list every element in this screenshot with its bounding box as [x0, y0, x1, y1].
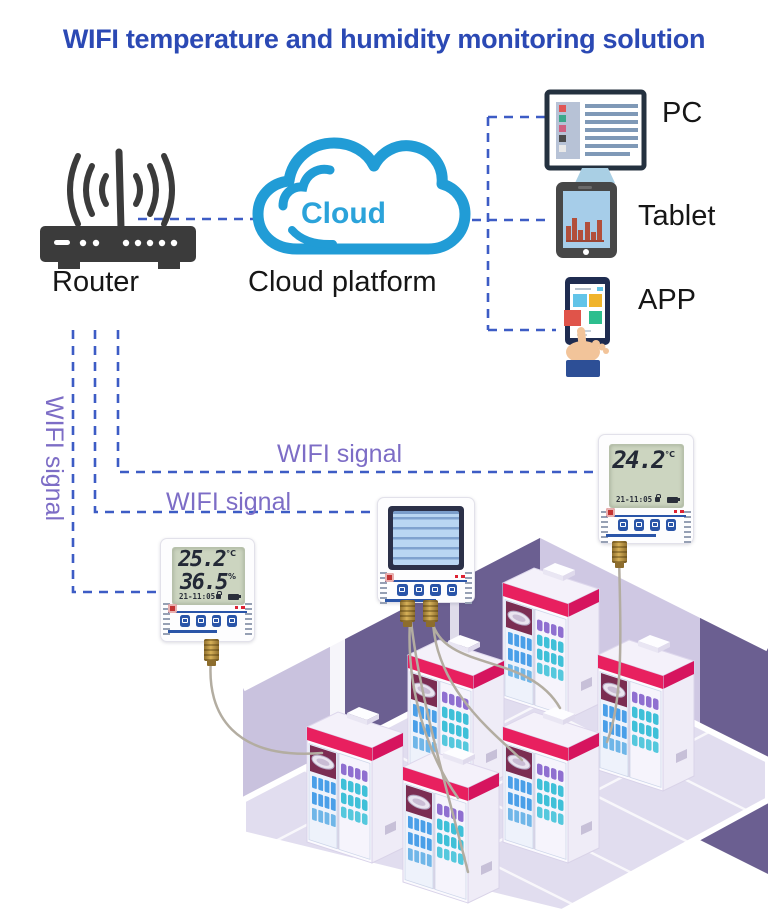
brand-logo	[385, 573, 394, 582]
wifi-signal-vertical-label: WIFI signal	[40, 396, 68, 522]
lock-icon	[655, 494, 661, 502]
cabinet	[402, 746, 500, 904]
wall-top-rim	[241, 530, 768, 692]
status-leds	[235, 606, 245, 609]
sensor-device-2	[377, 497, 475, 627]
cloud-platform-label: Cloud platform	[248, 266, 437, 298]
sensor-device-1: 25.2°C 36.5% 21-11:05	[160, 538, 255, 666]
lcd-display: 25.2°C 36.5% 21-11:05	[172, 547, 245, 605]
temperature-value: 24.2	[612, 446, 665, 474]
cabinet	[597, 634, 695, 792]
temperature-value: 25.2	[178, 547, 226, 572]
battery-icon	[667, 496, 680, 503]
vent-grille	[245, 603, 252, 635]
battery-icon	[228, 593, 241, 600]
device-button	[430, 584, 441, 596]
vent-grille	[163, 603, 170, 635]
antenna-connector	[204, 639, 219, 666]
wifi-signal-label-2: WIFI signal	[166, 488, 292, 516]
router-label: Router	[52, 266, 140, 298]
button-panel	[606, 508, 686, 537]
status-leds	[674, 510, 684, 513]
pc-label: PC	[662, 97, 703, 129]
device-button	[397, 584, 408, 596]
temperature-unit: °C	[665, 450, 675, 459]
device-button	[634, 519, 644, 531]
status-leds	[455, 575, 465, 578]
router-icon	[40, 148, 196, 269]
device-button	[413, 584, 424, 596]
device-button	[618, 519, 628, 531]
brand-logo	[168, 604, 177, 613]
sensor-cables	[209, 554, 622, 874]
datetime-value: 21-11:05	[616, 495, 653, 504]
vent-grille	[465, 572, 472, 604]
button-panel	[168, 604, 247, 633]
sensor-device-3: 24.2°C 21-11:05	[598, 434, 694, 568]
app-icon	[564, 277, 610, 377]
button-panel	[385, 573, 467, 602]
wifi-signal-label-1: WIFI signal	[277, 440, 403, 468]
pc-icon	[544, 89, 647, 183]
humidity-unit: %	[227, 572, 236, 581]
vent-grille	[684, 511, 691, 543]
antenna-connector	[612, 541, 627, 568]
humidity-value: 36.5	[180, 570, 228, 595]
device-button	[180, 615, 190, 627]
cabinet	[306, 706, 404, 864]
antenna-connector	[423, 600, 438, 627]
cloud-badge-text: Cloud	[301, 197, 386, 230]
hand-touch-icon	[566, 327, 609, 377]
data-screen	[393, 511, 459, 565]
device-button	[211, 615, 222, 627]
device-button	[195, 615, 206, 627]
antenna-connector	[400, 600, 415, 627]
lcd-display	[388, 506, 464, 570]
device-button	[650, 519, 660, 531]
dashed-connection-lines	[71, 115, 594, 594]
lcd-display: 24.2°C 21-11:05	[609, 444, 684, 508]
cabinet	[502, 706, 600, 864]
lock-icon	[216, 591, 222, 599]
vent-grille	[601, 511, 608, 543]
device-button	[446, 584, 457, 596]
app-label: APP	[638, 284, 697, 316]
tablet-label: Tablet	[638, 200, 716, 232]
datetime-value: 21-11:05	[179, 592, 216, 601]
brand-logo	[606, 508, 615, 517]
cloud-icon	[252, 137, 471, 255]
device-button	[227, 615, 237, 627]
tablet-icon	[556, 182, 617, 258]
device-button	[666, 519, 676, 531]
temperature-unit: °C	[226, 549, 236, 558]
page-title: WIFI temperature and humidity monitoring…	[62, 24, 706, 54]
vent-grille	[380, 572, 387, 604]
